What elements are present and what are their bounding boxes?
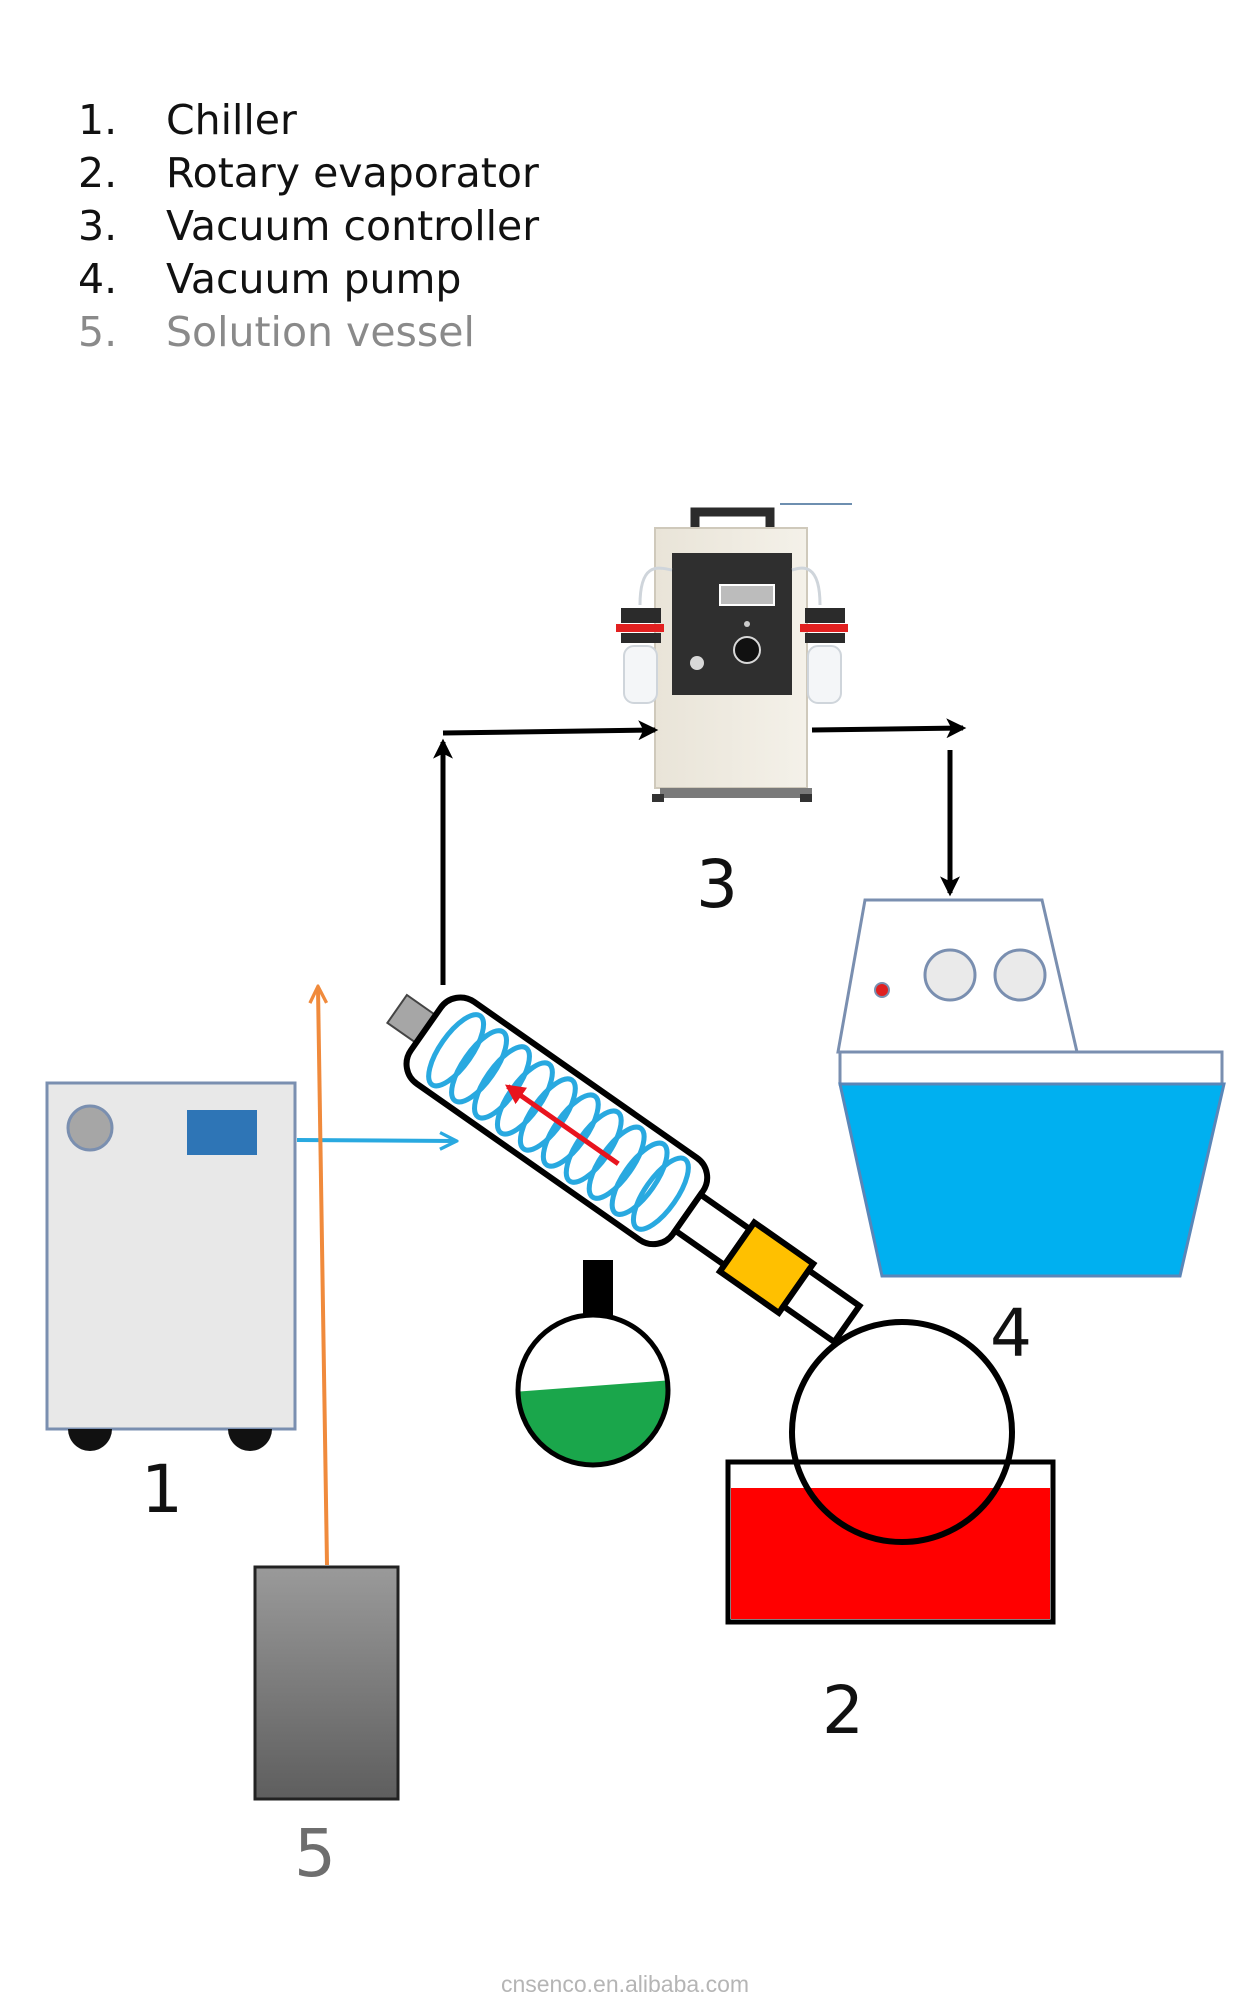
- callout-solution-vessel: 5: [294, 1815, 336, 1892]
- watermark: cnsenco.en.alibaba.com: [501, 1971, 749, 1997]
- vacuum-line: [433, 718, 967, 985]
- condenser: [385, 993, 864, 1347]
- vapor-arrow: [504, 1084, 620, 1166]
- coolant-line: [296, 1140, 455, 1141]
- legend-label: Solution vessel: [166, 308, 475, 356]
- legend-number: 3.: [78, 202, 118, 250]
- callout-vacuum-pump: 4: [990, 1295, 1032, 1372]
- legend-number: 1.: [78, 96, 118, 144]
- vacuum-controller: [616, 503, 852, 802]
- feed-line: [318, 988, 329, 1566]
- callout-chiller: 1: [141, 1451, 183, 1528]
- evaporating-flask: [789, 1319, 1015, 1545]
- receiving-flask: [515, 1260, 671, 1468]
- legend-number: 5.: [78, 308, 118, 356]
- legend-label: Vacuum pump: [166, 255, 462, 303]
- rotary-evaporator: [725, 1319, 1056, 1625]
- legend-item: 3. Vacuum controller: [78, 202, 778, 255]
- legend-item: 4. Vacuum pump: [78, 255, 778, 308]
- solution-vessel: [253, 1565, 400, 1801]
- callout-vacuum-controller: 3: [696, 846, 738, 923]
- legend-item: 2. Rotary evaporator: [78, 149, 778, 202]
- legend-label: Chiller: [166, 96, 297, 144]
- legend-list: 1. Chiller 2. Rotary evaporator 3. Vacuu…: [78, 96, 778, 361]
- vacuum-pump: [836, 898, 1226, 1278]
- callout-rotary-evaporator: 2: [822, 1672, 864, 1749]
- legend-label: Vacuum controller: [166, 202, 540, 250]
- legend-item: 1. Chiller: [78, 96, 778, 149]
- legend-label: Rotary evaporator: [166, 149, 539, 197]
- legend-number: 4.: [78, 255, 118, 303]
- legend-item: 5. Solution vessel: [78, 308, 778, 361]
- chiller: [45, 1081, 297, 1451]
- legend-number: 2.: [78, 149, 118, 197]
